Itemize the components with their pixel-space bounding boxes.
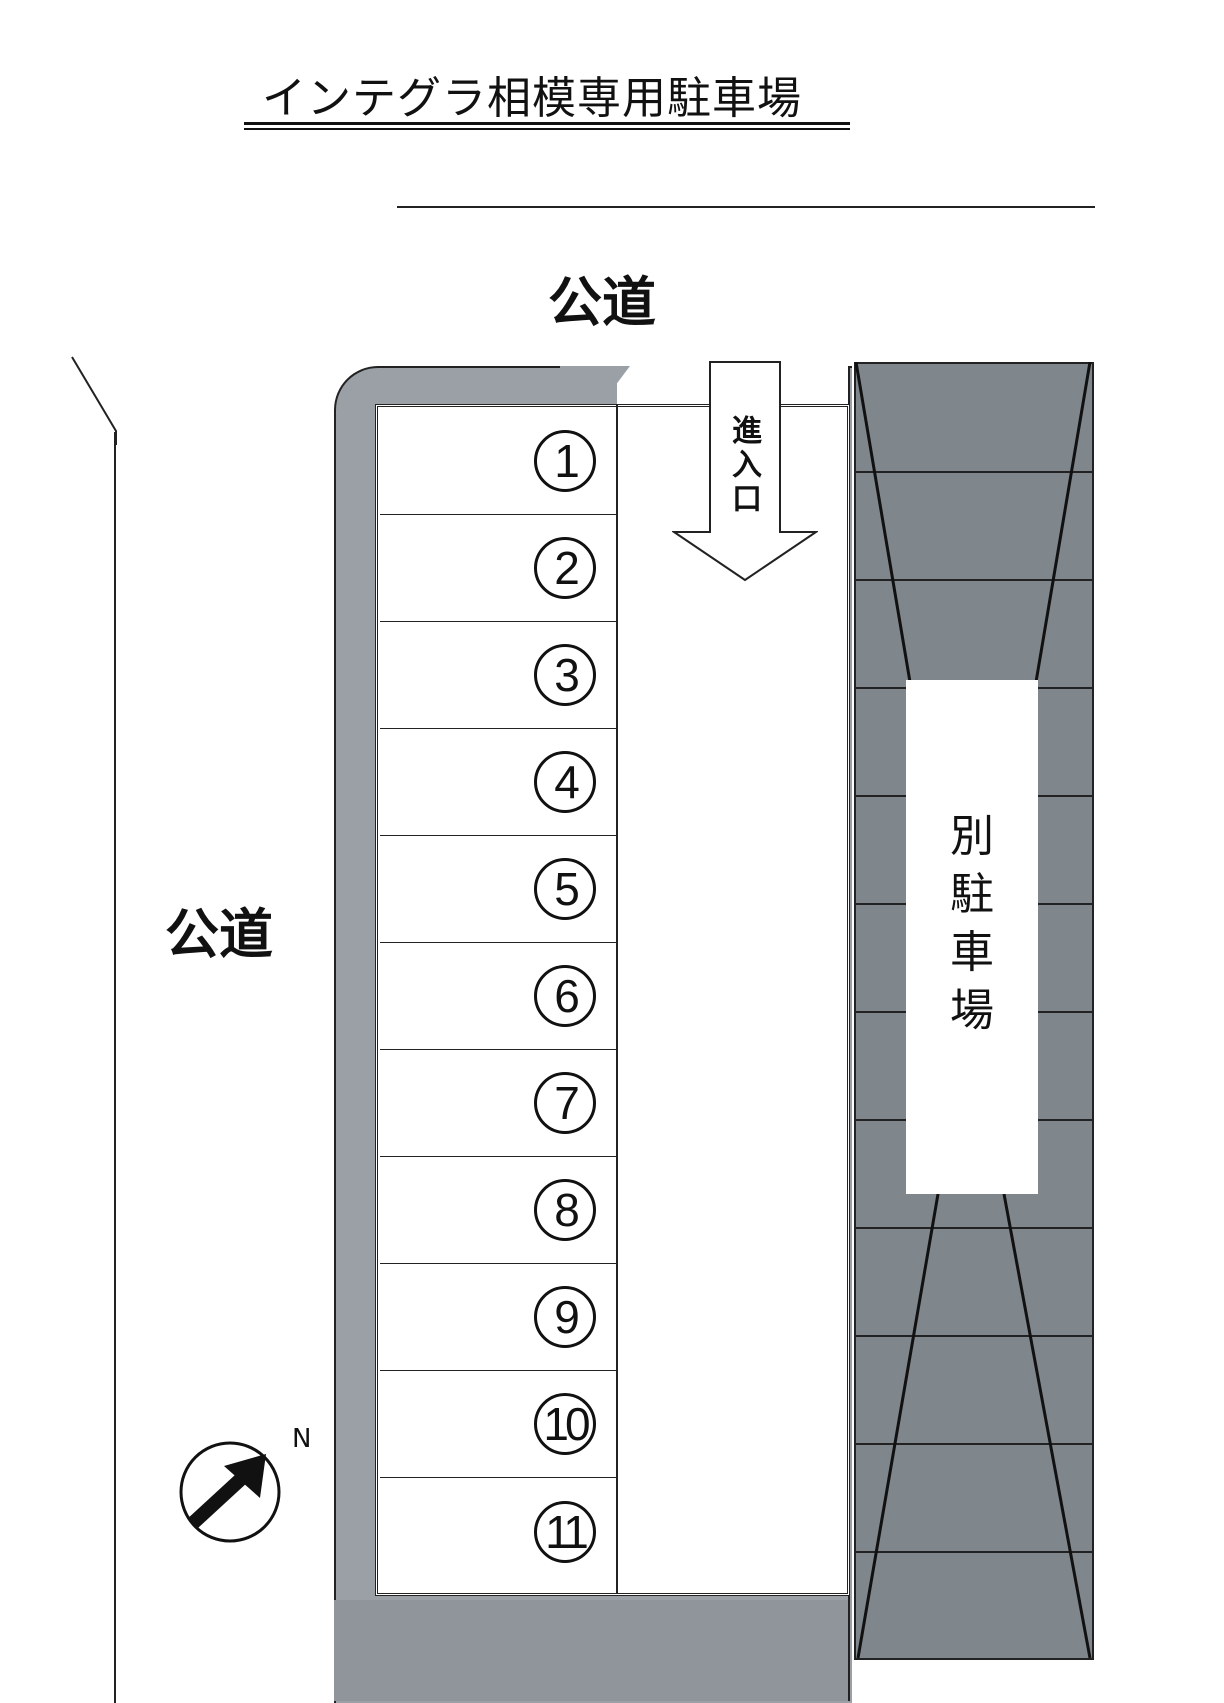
- parking-space-3[interactable]: 3: [380, 622, 616, 729]
- page-title: インテグラ相模専用駐車場: [262, 73, 802, 124]
- parking-space-list: 1 2 3 4 5 6 7 8 9 10 11: [380, 408, 616, 1585]
- space-number: 2: [534, 537, 596, 599]
- top-road-edge: [397, 206, 1095, 208]
- space-number: 11: [534, 1500, 596, 1563]
- title-underline: [244, 122, 850, 125]
- top-road-label: 公道: [548, 271, 656, 334]
- parking-space-6[interactable]: 6: [380, 943, 616, 1050]
- left-road-edge: [71, 356, 117, 445]
- left-road-label: 公道: [165, 903, 273, 966]
- parking-space-1[interactable]: 1: [380, 408, 616, 515]
- other-lot-label: 別 駐 車 場: [950, 811, 994, 1036]
- other-lot-label-box: [906, 680, 1038, 1194]
- left-road-edge-line: [114, 432, 116, 1703]
- parking-space-2[interactable]: 2: [380, 515, 616, 622]
- parking-space-10[interactable]: 10: [380, 1371, 616, 1478]
- space-number: 4: [534, 751, 596, 813]
- parking-space-9[interactable]: 9: [380, 1264, 616, 1371]
- entrance-label: 進 入 口: [732, 414, 762, 517]
- space-number: 3: [534, 644, 596, 706]
- lot-corner-shade: [560, 366, 630, 406]
- space-number: 5: [534, 858, 596, 920]
- parking-area-frame: [375, 404, 850, 1596]
- north-arrow-icon: [179, 1441, 281, 1543]
- space-number: 1: [534, 430, 596, 492]
- space-number: 9: [534, 1286, 596, 1348]
- parking-space-5[interactable]: 5: [380, 836, 616, 943]
- space-number: 7: [534, 1072, 596, 1134]
- entrance-arrow-icon: [672, 361, 818, 582]
- title-underline: [244, 128, 850, 130]
- other-lot-cross-lines: [854, 362, 1092, 1659]
- parking-space-11[interactable]: 11: [380, 1478, 616, 1585]
- parking-space-8[interactable]: 8: [380, 1157, 616, 1264]
- space-number: 8: [534, 1179, 596, 1241]
- lot-bottom-apron: [334, 1600, 850, 1701]
- space-number: 10: [534, 1393, 596, 1455]
- parking-space-4[interactable]: 4: [380, 729, 616, 836]
- space-column-divider: [616, 404, 618, 1594]
- parking-space-7[interactable]: 7: [380, 1050, 616, 1157]
- compass-north-label: N: [292, 1424, 312, 1454]
- space-number: 6: [534, 965, 596, 1027]
